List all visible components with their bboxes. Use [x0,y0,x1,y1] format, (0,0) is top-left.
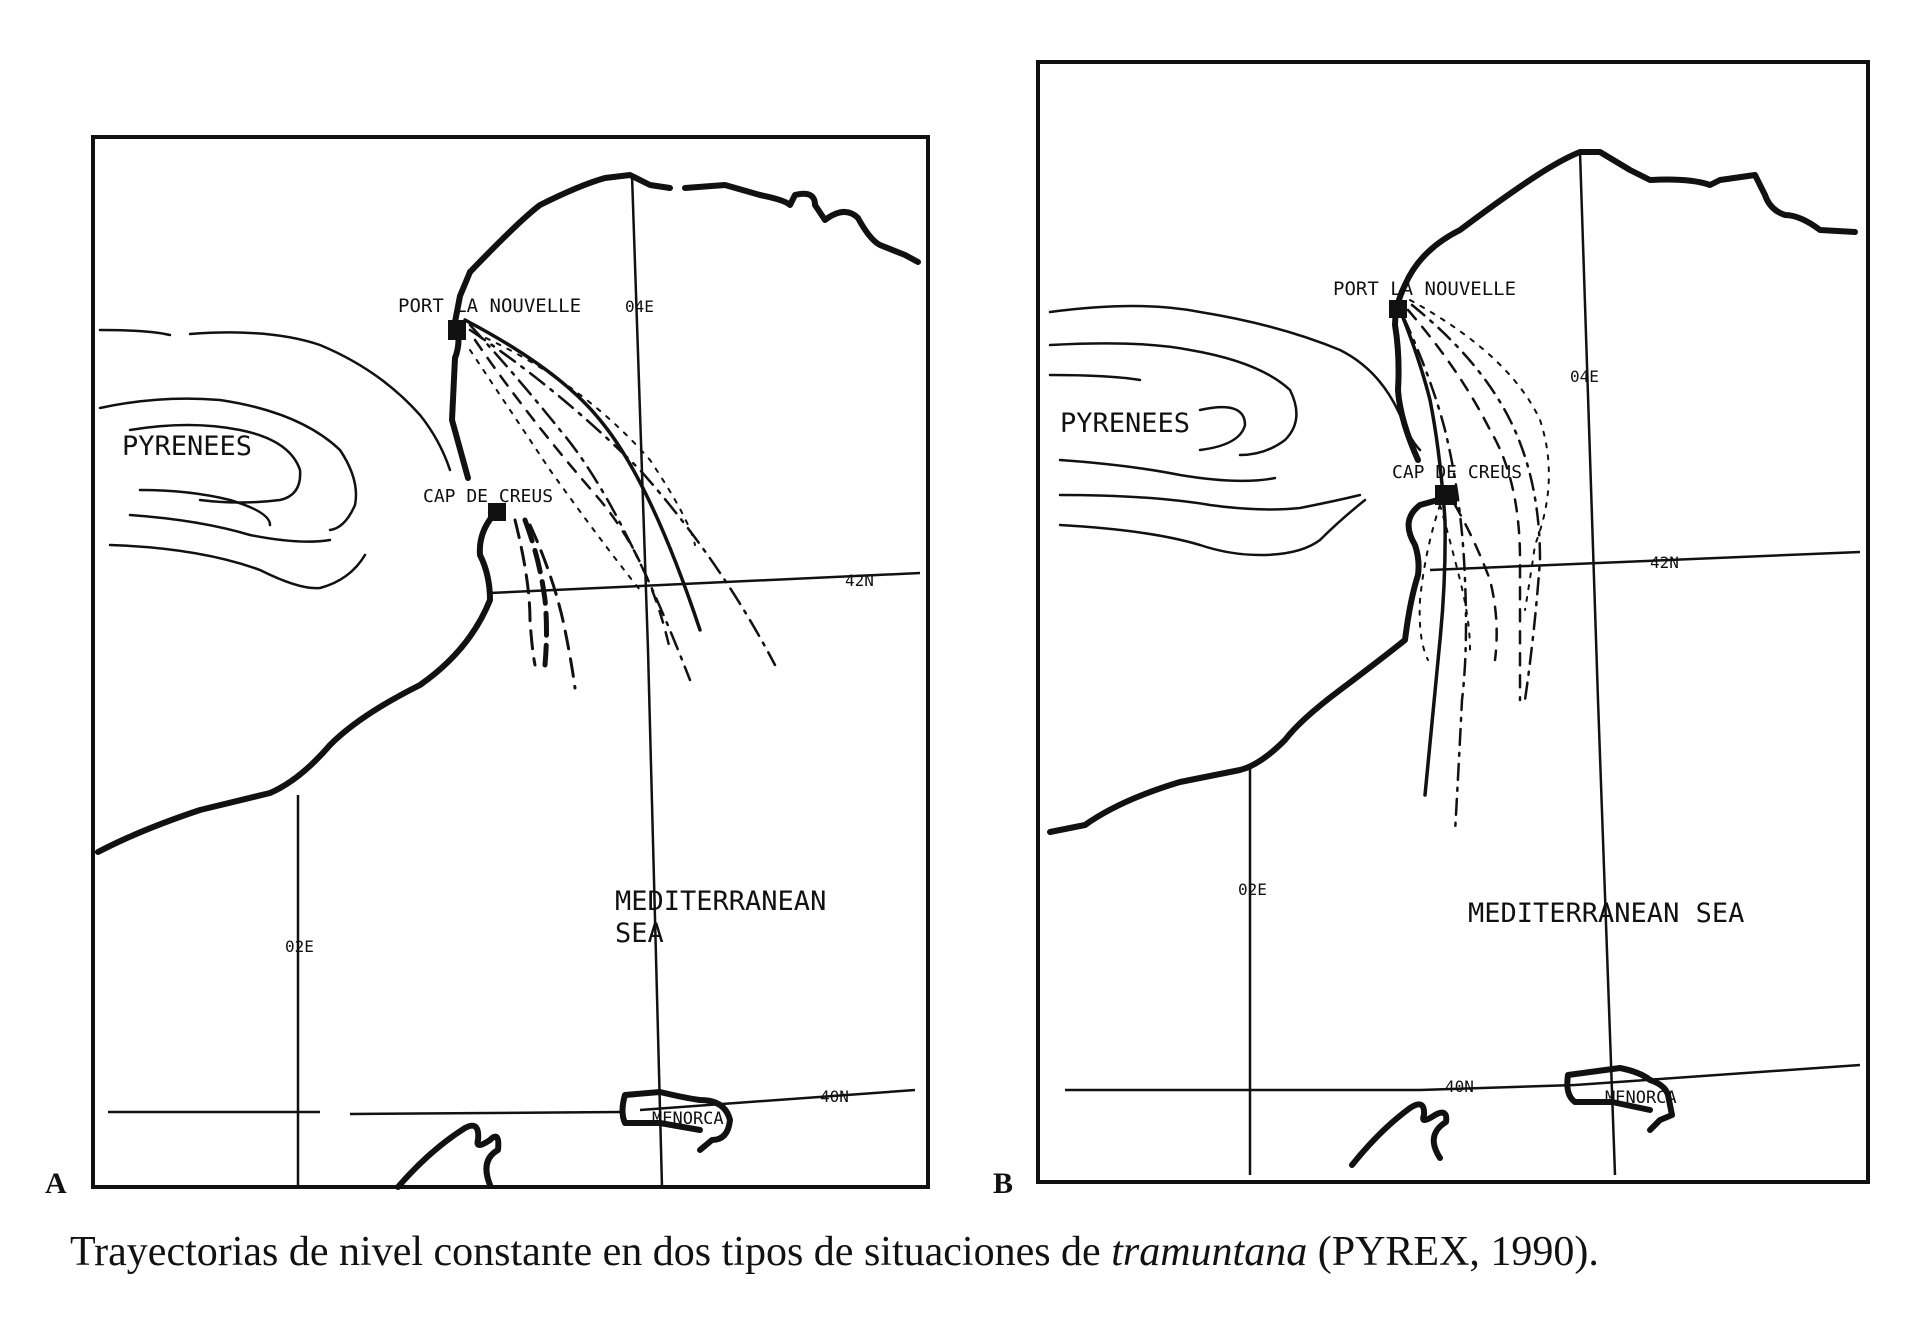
panel-b-port-label: PORT LA NOUVELLE [1333,278,1516,300]
panel-a-mountains-label: PYRENEES [122,431,252,462]
panel-b-island-label: MENORCA [1605,1088,1677,1108]
panel-a-coastline [95,172,921,1190]
panel-a-parallel-40n [108,1088,916,1116]
panel-b-lat-south-label: 40N [1445,1077,1474,1096]
panel-a-island-label: MENORCA [652,1109,724,1129]
panel-a-port-label: PORT LA NOUVELLE [398,295,581,317]
panel-b-sea-label: MEDITERRANEAN SEA [1468,898,1744,929]
panel-a-cape-label: CAP DE CREUS [423,486,553,507]
panel-a-parallel-42n [489,571,921,595]
panel-b-lat-north-label: 42N [1650,553,1679,572]
caption-text-after: (PYREX, 1990). [1307,1229,1599,1275]
panel-b-meridian-04e [1578,151,1617,1176]
panel-a-frame [91,135,930,1189]
panel-b-cape-label: CAP DE CREUS [1392,462,1522,483]
panel-a-lat-north-label: 42N [845,571,874,590]
caption-emphasis: tramuntana [1111,1229,1308,1275]
panel-b-letter: B [993,1167,1013,1200]
panel-b-trajectories [1398,299,1550,834]
panel-b-mountains-label: PYRENEES [1060,408,1190,439]
panel-a-letter: A [45,1167,67,1200]
panel-a-pyrenees-contours [98,328,452,590]
panel-a-trajectories [463,318,777,690]
figure-caption: Trayectorias de nivel constante en dos t… [70,1228,1870,1276]
panel-b-parallel-40n [1065,1063,1861,1092]
panel-b-coastline [1047,149,1858,1168]
panel-b-pyrenees-contours [1048,304,1422,557]
panel-a-meridian-04e [630,174,664,1188]
panel-b-parallel-42n [1429,550,1861,572]
panel-a-lat-south-label: 40N [820,1087,849,1106]
panel-b-graticule [1065,151,1861,1176]
panel-b-frame [1036,60,1870,1184]
panel-a-sea-label-2: SEA [615,918,664,949]
panel-b-lon-east-label: 04E [1570,367,1599,386]
panel-a: PORT LA NOUVELLE 04E PYRENEES CAP DE CRE… [45,135,930,1200]
panel-a-lon-east-label: 04E [625,297,654,316]
panel-a-graticule [108,174,921,1188]
panel-b: PORT LA NOUVELLE 04E PYRENEES CAP DE CRE… [993,60,1870,1200]
panel-a-lon-west-label: 02E [285,937,314,956]
panel-a-sea-label-1: MEDITERRANEAN [615,886,826,917]
caption-text-before: Trayectorias de nivel constante en dos t… [70,1229,1112,1275]
panel-b-lon-west-label: 02E [1238,880,1267,899]
